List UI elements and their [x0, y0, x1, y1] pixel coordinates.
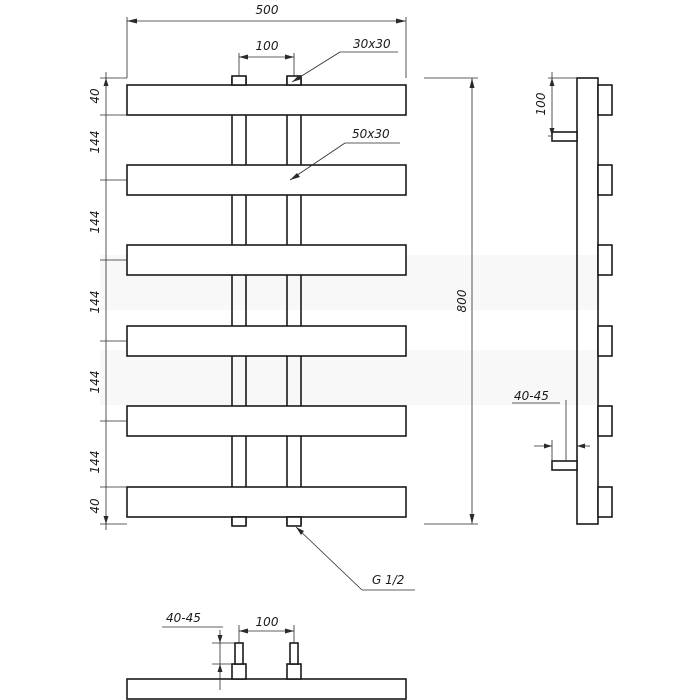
side-bar-1 [597, 84, 613, 116]
overall-height-label: 800 [455, 289, 469, 312]
bar-gap-label-2: 144 [88, 211, 102, 234]
bottom-left-connector [231, 516, 247, 527]
bar-gap-label-3: 144 [88, 291, 102, 314]
side-offset-label: 100 [534, 92, 548, 115]
wall-distance-side-label: 40-45 [514, 389, 549, 403]
side-bottom-connector [551, 460, 578, 471]
dim-pipe-spacing-bottom: 100 [238, 615, 295, 643]
dim-overall-height: 800 [424, 77, 478, 525]
bottom-margin-label: 40 [88, 498, 102, 514]
side-bar-6 [597, 486, 613, 518]
leader-thread: G 1/2 [295, 526, 415, 591]
horizontal-bar-2 [126, 164, 407, 196]
overall-width-label: 500 [256, 3, 279, 17]
side-bar-2 [597, 164, 613, 196]
front-view [126, 75, 407, 527]
side-bar-4 [597, 325, 613, 357]
side-bar-3 [597, 244, 613, 276]
bottom-left-pipe-stub [234, 642, 244, 665]
bottom-view-bar [126, 678, 407, 700]
pipe-section-label: 30x30 [353, 37, 391, 51]
dim-overall-width: 500 [126, 3, 407, 78]
horizontal-bar-1 [126, 84, 407, 116]
side-top-connector [551, 131, 578, 142]
bar-section-label: 50x30 [352, 127, 390, 141]
dim-wall-distance-side: 40-45 [512, 389, 590, 465]
side-bar-5 [597, 405, 613, 437]
dim-pipe-spacing: 100 [238, 39, 295, 76]
dim-wall-distance-bottom: 40-45 [162, 611, 235, 690]
leader-pipe-section: 30x30 [291, 37, 398, 83]
bar-gap-label-4: 144 [88, 371, 102, 394]
horizontal-bar-6 [126, 486, 407, 518]
bottom-right-pipe-base [286, 663, 302, 680]
side-view [551, 77, 613, 525]
top-left-connector [231, 75, 247, 86]
pipe-spacing-bottom-label: 100 [256, 615, 279, 629]
horizontal-bar-4 [126, 325, 407, 357]
bottom-left-pipe-base [231, 663, 247, 680]
thread-label: G 1/2 [372, 573, 404, 587]
bottom-right-connector [286, 516, 302, 527]
side-vertical-collector [576, 77, 599, 525]
horizontal-bar-5 [126, 405, 407, 437]
bar-gap-label-5: 144 [88, 451, 102, 474]
bottom-view [126, 642, 407, 700]
bottom-right-pipe-stub [289, 642, 299, 665]
top-margin-label: 40 [88, 88, 102, 104]
dim-left-chain: 40 144 144 144 144 144 40 [88, 72, 127, 530]
pipe-spacing-label: 100 [256, 39, 279, 53]
dim-side-offset: 100 [534, 72, 577, 140]
horizontal-bar-3 [126, 244, 407, 276]
bar-gap-label-1: 144 [88, 131, 102, 154]
leader-bar-section: 50x30 [289, 127, 400, 181]
wall-distance-bottom-label: 40-45 [166, 611, 201, 625]
